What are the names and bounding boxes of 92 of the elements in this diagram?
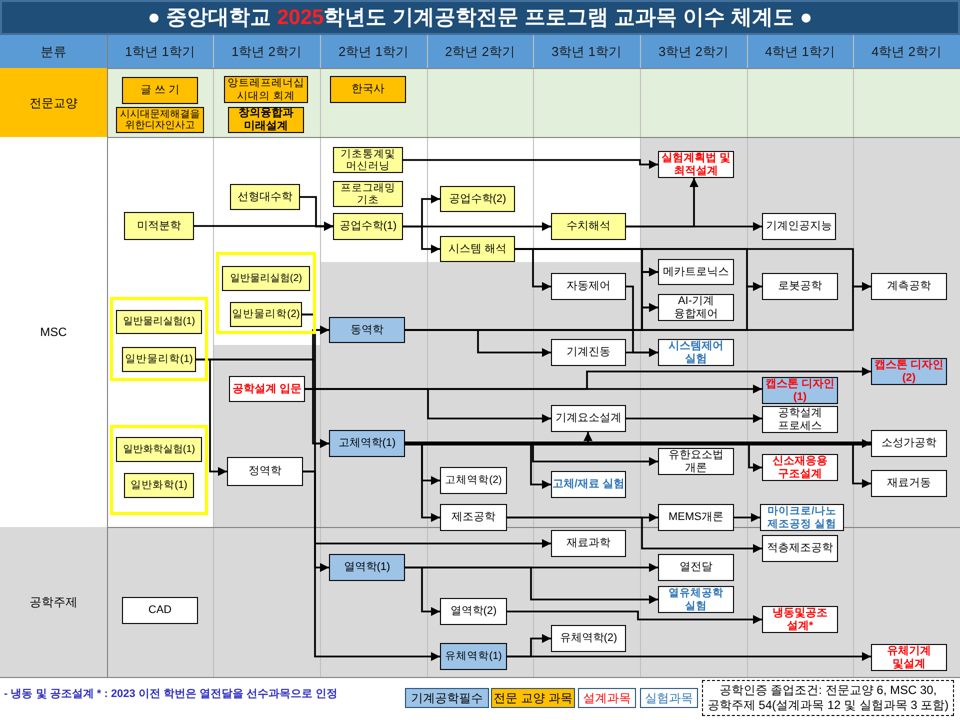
row-header: 공학주제 — [0, 527, 107, 677]
course-box: 열역학(1) — [329, 554, 405, 581]
arrow — [626, 414, 762, 423]
footnote: - 냉동 및 공조설계 * : 2023 이전 학번은 열전달을 선수과목으로 인정 — [4, 686, 339, 702]
arrow — [507, 610, 762, 624]
course-box: 고체/재료 실험 — [551, 471, 626, 498]
course-box: 일반물리실험(1) — [116, 310, 202, 334]
column-header: 2학년 2학기 — [444, 42, 516, 61]
course-box: 창의융합과 미래설계 — [228, 107, 304, 133]
course-box: 수치해석 — [551, 213, 626, 240]
course-box: 시시대문제해결을 위한디자인사고 — [116, 107, 204, 133]
column-header: 3학년 2학기 — [657, 42, 730, 61]
column-header: 1학년 1학기 — [124, 42, 196, 61]
course-box: 한국사 — [330, 76, 406, 103]
course-box: 기계진동 — [551, 339, 626, 366]
arrow — [405, 439, 871, 448]
course-box: 열유체공학 실험 — [658, 586, 734, 613]
arrow — [405, 566, 440, 616]
course-box: 메카트로닉스 — [658, 259, 734, 285]
course-box: 재료과학 — [551, 530, 626, 557]
highlight-frame — [216, 252, 316, 334]
row-header: 전문교양 — [0, 68, 107, 137]
legend-key: 전문 교양 과목 — [491, 688, 575, 708]
course-box: MEMS개론 — [658, 504, 734, 531]
course-box: 적층제조공학 — [762, 535, 838, 562]
course-box: 유체역학(2) — [551, 625, 626, 652]
arrow — [626, 222, 762, 231]
course-box: 공학설계 입문 — [229, 376, 305, 402]
arrow — [300, 196, 333, 231]
arrow — [734, 513, 760, 522]
course-box: 공학설계 프로세스 — [762, 406, 838, 433]
course-box: 선형대수학 — [230, 184, 300, 210]
arrow — [405, 329, 551, 357]
arrow — [403, 222, 551, 231]
title-banner: ● 중앙대학교 2025학년도 기계공학전문 프로그램 교과목 이수 체계도 ● — [0, 0, 960, 35]
course-box: 글 쓰 기 — [122, 77, 198, 104]
arrow — [305, 388, 551, 423]
arrow — [507, 652, 871, 661]
course-box: 자동제어 — [551, 273, 626, 300]
arrow — [626, 348, 658, 357]
course-box: 로봇공학 — [762, 273, 838, 300]
course-box: 정역학 — [227, 457, 303, 486]
course-box: 냉동및공조 설계* — [762, 606, 838, 633]
course-box: 고체역학(2) — [440, 467, 507, 494]
course-box: 시스템제어 실험 — [658, 339, 734, 366]
highlight-frame — [110, 425, 208, 515]
course-box: 신소재응용 구조설계 — [762, 454, 838, 481]
course-box: CAD — [122, 597, 198, 624]
course-box: 기초통계및 머신러닝 — [333, 147, 403, 173]
course-box: 계측공학 — [871, 273, 947, 300]
course-box: 유체기계 및설계 — [871, 644, 947, 671]
course-box: 열역학(2) — [440, 598, 507, 625]
course-box: 공업수학(1) — [333, 213, 403, 240]
highlight-frame — [110, 297, 208, 381]
course-box: 열전달 — [658, 554, 734, 581]
course-box: 캡스톤 디자인(2) — [871, 358, 947, 385]
arrow — [403, 159, 658, 169]
column-header: 분류 — [40, 42, 68, 61]
legend-key: 설계과목 — [578, 688, 636, 708]
course-box: 캡스톤 디자인(1) — [762, 377, 838, 404]
course-box: 재료거동 — [871, 470, 947, 497]
course-box: 일반물리실험(2) — [222, 266, 310, 291]
course-box: 고체역학(1) — [329, 430, 405, 457]
column-header: 1학년 2학기 — [230, 42, 303, 61]
legend-key: 실험과목 — [640, 688, 698, 708]
course-box: 기계요소설계 — [551, 405, 626, 432]
course-box: 일반화학(1) — [124, 473, 194, 498]
arrow — [196, 358, 227, 476]
arrow — [507, 516, 762, 553]
course-box: 마이크로/나노 제조공정 실험 — [760, 504, 844, 531]
course-box: 실험계획법 및 최적설계 — [658, 151, 734, 178]
course-box: 동역학 — [329, 317, 405, 343]
course-box: 유체역학(1) — [440, 643, 507, 670]
course-box: 제조공학 — [440, 504, 507, 531]
note-box: 공학인증 졸업조건: 전문교양 6, MSC 30, 공학주제 54(설계과목 12 및 실험과목 3 포함) — [702, 680, 954, 716]
column-header: 4학년 2학기 — [870, 42, 943, 61]
column-header: 3학년 1학기 — [550, 42, 623, 61]
course-box: 일반화학실험(1) — [116, 437, 202, 462]
course-box: 앙트레프레너십 시대의 회계 — [224, 76, 308, 103]
legend-key: 기계공학필수 — [405, 688, 489, 708]
course-box: AI-기계 융합제어 — [658, 294, 734, 321]
column-header: 4학년 1학기 — [764, 42, 836, 61]
course-box: 프로그래밍 기초 — [333, 181, 403, 207]
course-box: 시스템 해석 — [440, 236, 515, 262]
course-box: 기계인공지능 — [762, 213, 836, 240]
course-box: 공업수학(2) — [440, 186, 515, 212]
course-box: 유한요소법 개론 — [658, 448, 734, 475]
column-header: 2학년 1학기 — [337, 42, 410, 61]
course-box: 일반물리학(2) — [230, 302, 302, 327]
course-box: 소성가공학 — [871, 430, 947, 457]
course-box: 일반물리학(1) — [122, 347, 196, 372]
course-box: 미적분학 — [124, 212, 194, 240]
